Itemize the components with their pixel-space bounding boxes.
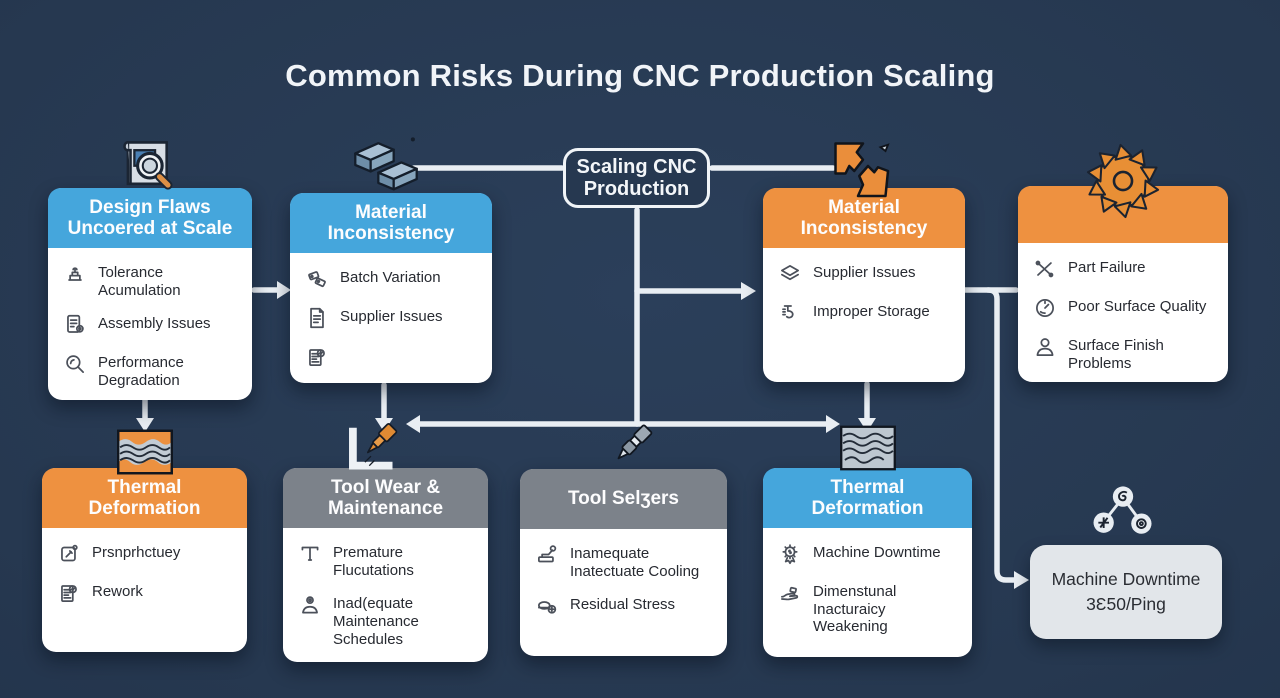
item-label: Batch Variation xyxy=(340,269,441,286)
heat-waves-gray-icon xyxy=(840,425,896,471)
arrow-down-icon xyxy=(136,418,154,432)
machine-arm-icon xyxy=(534,542,560,568)
list-item: Supplier Issues xyxy=(304,305,480,331)
list-item: Residual Stress xyxy=(534,593,715,619)
item-label: Inamequate Inatectuate Cooling xyxy=(570,545,700,580)
grinder-gauge-icon xyxy=(534,593,560,619)
list-item: Improper Storage xyxy=(777,300,953,326)
list-item xyxy=(304,344,480,370)
card-header: Tool Selʒers xyxy=(520,469,727,529)
magnifier-icon xyxy=(62,351,88,377)
card-header: Material Inconsistency xyxy=(290,193,492,253)
arrow-down-icon xyxy=(375,418,393,432)
arrow-right-icon xyxy=(741,282,756,300)
card-header: Design Flaws Uncoered at Scale xyxy=(48,188,252,248)
item-label: Supplier Issues xyxy=(813,264,916,281)
card-header: Thermal Deformation xyxy=(42,468,247,528)
arrow-right-icon xyxy=(826,415,840,433)
gauge-icon xyxy=(1032,295,1058,321)
card-header: Thermal Deformation xyxy=(763,468,972,528)
result-line1: Machine Downtime xyxy=(1051,569,1201,589)
card-header: Material Inconsistency xyxy=(763,188,965,248)
list-item: Inamequate Inatectuate Cooling xyxy=(534,542,715,580)
t-handle-icon xyxy=(297,541,323,567)
item-label: Performance Degradation xyxy=(98,354,184,390)
item-label: Prsnprhctuey xyxy=(92,544,181,561)
item-label: Dimenstunal Inacturaicy Weakening xyxy=(813,583,897,636)
person-gear-icon xyxy=(297,592,323,618)
crossed-tools-icon xyxy=(1032,256,1058,282)
arrow-left-icon xyxy=(406,415,420,433)
item-label: Assembly Issues xyxy=(98,315,211,333)
list-item: Prsnprhctuey xyxy=(56,541,235,567)
page-title: Common Risks During CNC Production Scali… xyxy=(285,58,995,93)
item-label: Poor Surface Quality xyxy=(1068,298,1207,315)
document-stamp-icon xyxy=(304,344,330,370)
arrow-right-icon xyxy=(1014,571,1029,589)
person-icon xyxy=(1032,334,1058,360)
item-label: Supplier Issues xyxy=(340,308,443,325)
item-label: Machine Downtime xyxy=(813,544,941,561)
document-icon xyxy=(304,305,330,331)
list-item: Poor Surface Quality xyxy=(1032,295,1216,321)
wire-card3-to-result xyxy=(985,287,1017,583)
arrow-down-icon xyxy=(858,418,876,432)
hook-icon xyxy=(777,300,803,326)
list-item: Tolerance Acumulation xyxy=(62,261,240,299)
broken-material-icon xyxy=(834,142,890,198)
item-label: Residual Stress xyxy=(570,596,676,614)
card-header: Tool Wear & Maintenance xyxy=(283,468,488,528)
saw-blade-icon xyxy=(1086,143,1160,219)
card-tool-setters: Tool Selʒers Inamequate Inatectuate Cool… xyxy=(520,469,727,656)
list-item: Rework xyxy=(56,580,235,606)
heat-waves-orange-icon xyxy=(117,429,173,475)
gear-badge-icon xyxy=(777,541,803,567)
item-label: Rework xyxy=(92,583,143,600)
list-item: Surface Finish Problems xyxy=(1032,334,1216,372)
result-line2: 3Ɛ50/Ping xyxy=(1086,594,1166,614)
card-tool-wear-maintenance: Tool Wear & Maintenance Premature Flucut… xyxy=(283,468,488,662)
item-label: Inad(equate Maintenance Schedules xyxy=(333,595,419,648)
card-material-inconsistency-orange: Material Inconsistency Supplier Issues I… xyxy=(763,188,965,382)
item-label: Part Failure xyxy=(1068,259,1146,276)
blueprint-magnifier-icon xyxy=(123,141,173,190)
tool-bit-bracket-icon xyxy=(349,423,398,470)
tags-icon xyxy=(304,266,330,292)
list-item: Machine Downtime xyxy=(777,541,960,567)
list-item: Batch Variation xyxy=(304,266,480,292)
note-pencil-icon xyxy=(56,541,82,567)
tool-bit-gray-icon xyxy=(617,424,653,460)
item-label: Tolerance Acumulation xyxy=(98,264,181,299)
list-item: Performance Degradation xyxy=(62,351,240,389)
document-gear-icon xyxy=(62,312,88,338)
item-label: Premature Flucutations xyxy=(333,544,414,579)
list-item: Premature Flucutations xyxy=(297,541,476,579)
card-thermal-deformation-left: Thermal Deformation Prsnprhctuey Rework xyxy=(42,468,247,652)
list-item: Supplier Issues xyxy=(777,261,953,287)
item-label: Surface Finish Problems xyxy=(1068,337,1164,372)
card-thermal-deformation-right: Thermal Deformation Machine Downtime Dim… xyxy=(763,468,972,657)
card-material-inconsistency-blue: Material Inconsistency Batch Variation S… xyxy=(290,193,492,383)
list-item: Inad(equate Maintenance Schedules xyxy=(297,592,476,648)
layers-icon xyxy=(777,261,803,287)
document-stamp-icon xyxy=(56,580,82,606)
list-item: Assembly Issues xyxy=(62,312,240,338)
item-label: Improper Storage xyxy=(813,303,930,320)
list-item: Dimenstunal Inacturaicy Weakening xyxy=(777,580,960,636)
result-node-machine-downtime: Machine Downtime 3Ɛ50/Ping xyxy=(1030,545,1222,639)
list-item: Part Failure xyxy=(1032,256,1216,282)
card-design-flaws: Design Flaws Uncoered at Scale Tolerance… xyxy=(48,188,252,400)
hand-part-icon xyxy=(777,580,803,606)
metal-ingots-icon xyxy=(354,137,418,191)
network-nodes-icon xyxy=(1093,486,1152,534)
arrow-right-icon xyxy=(277,281,291,299)
center-node-scaling-cnc-production: Scaling CNC Production xyxy=(563,148,710,208)
stamp-press-icon xyxy=(62,261,88,287)
